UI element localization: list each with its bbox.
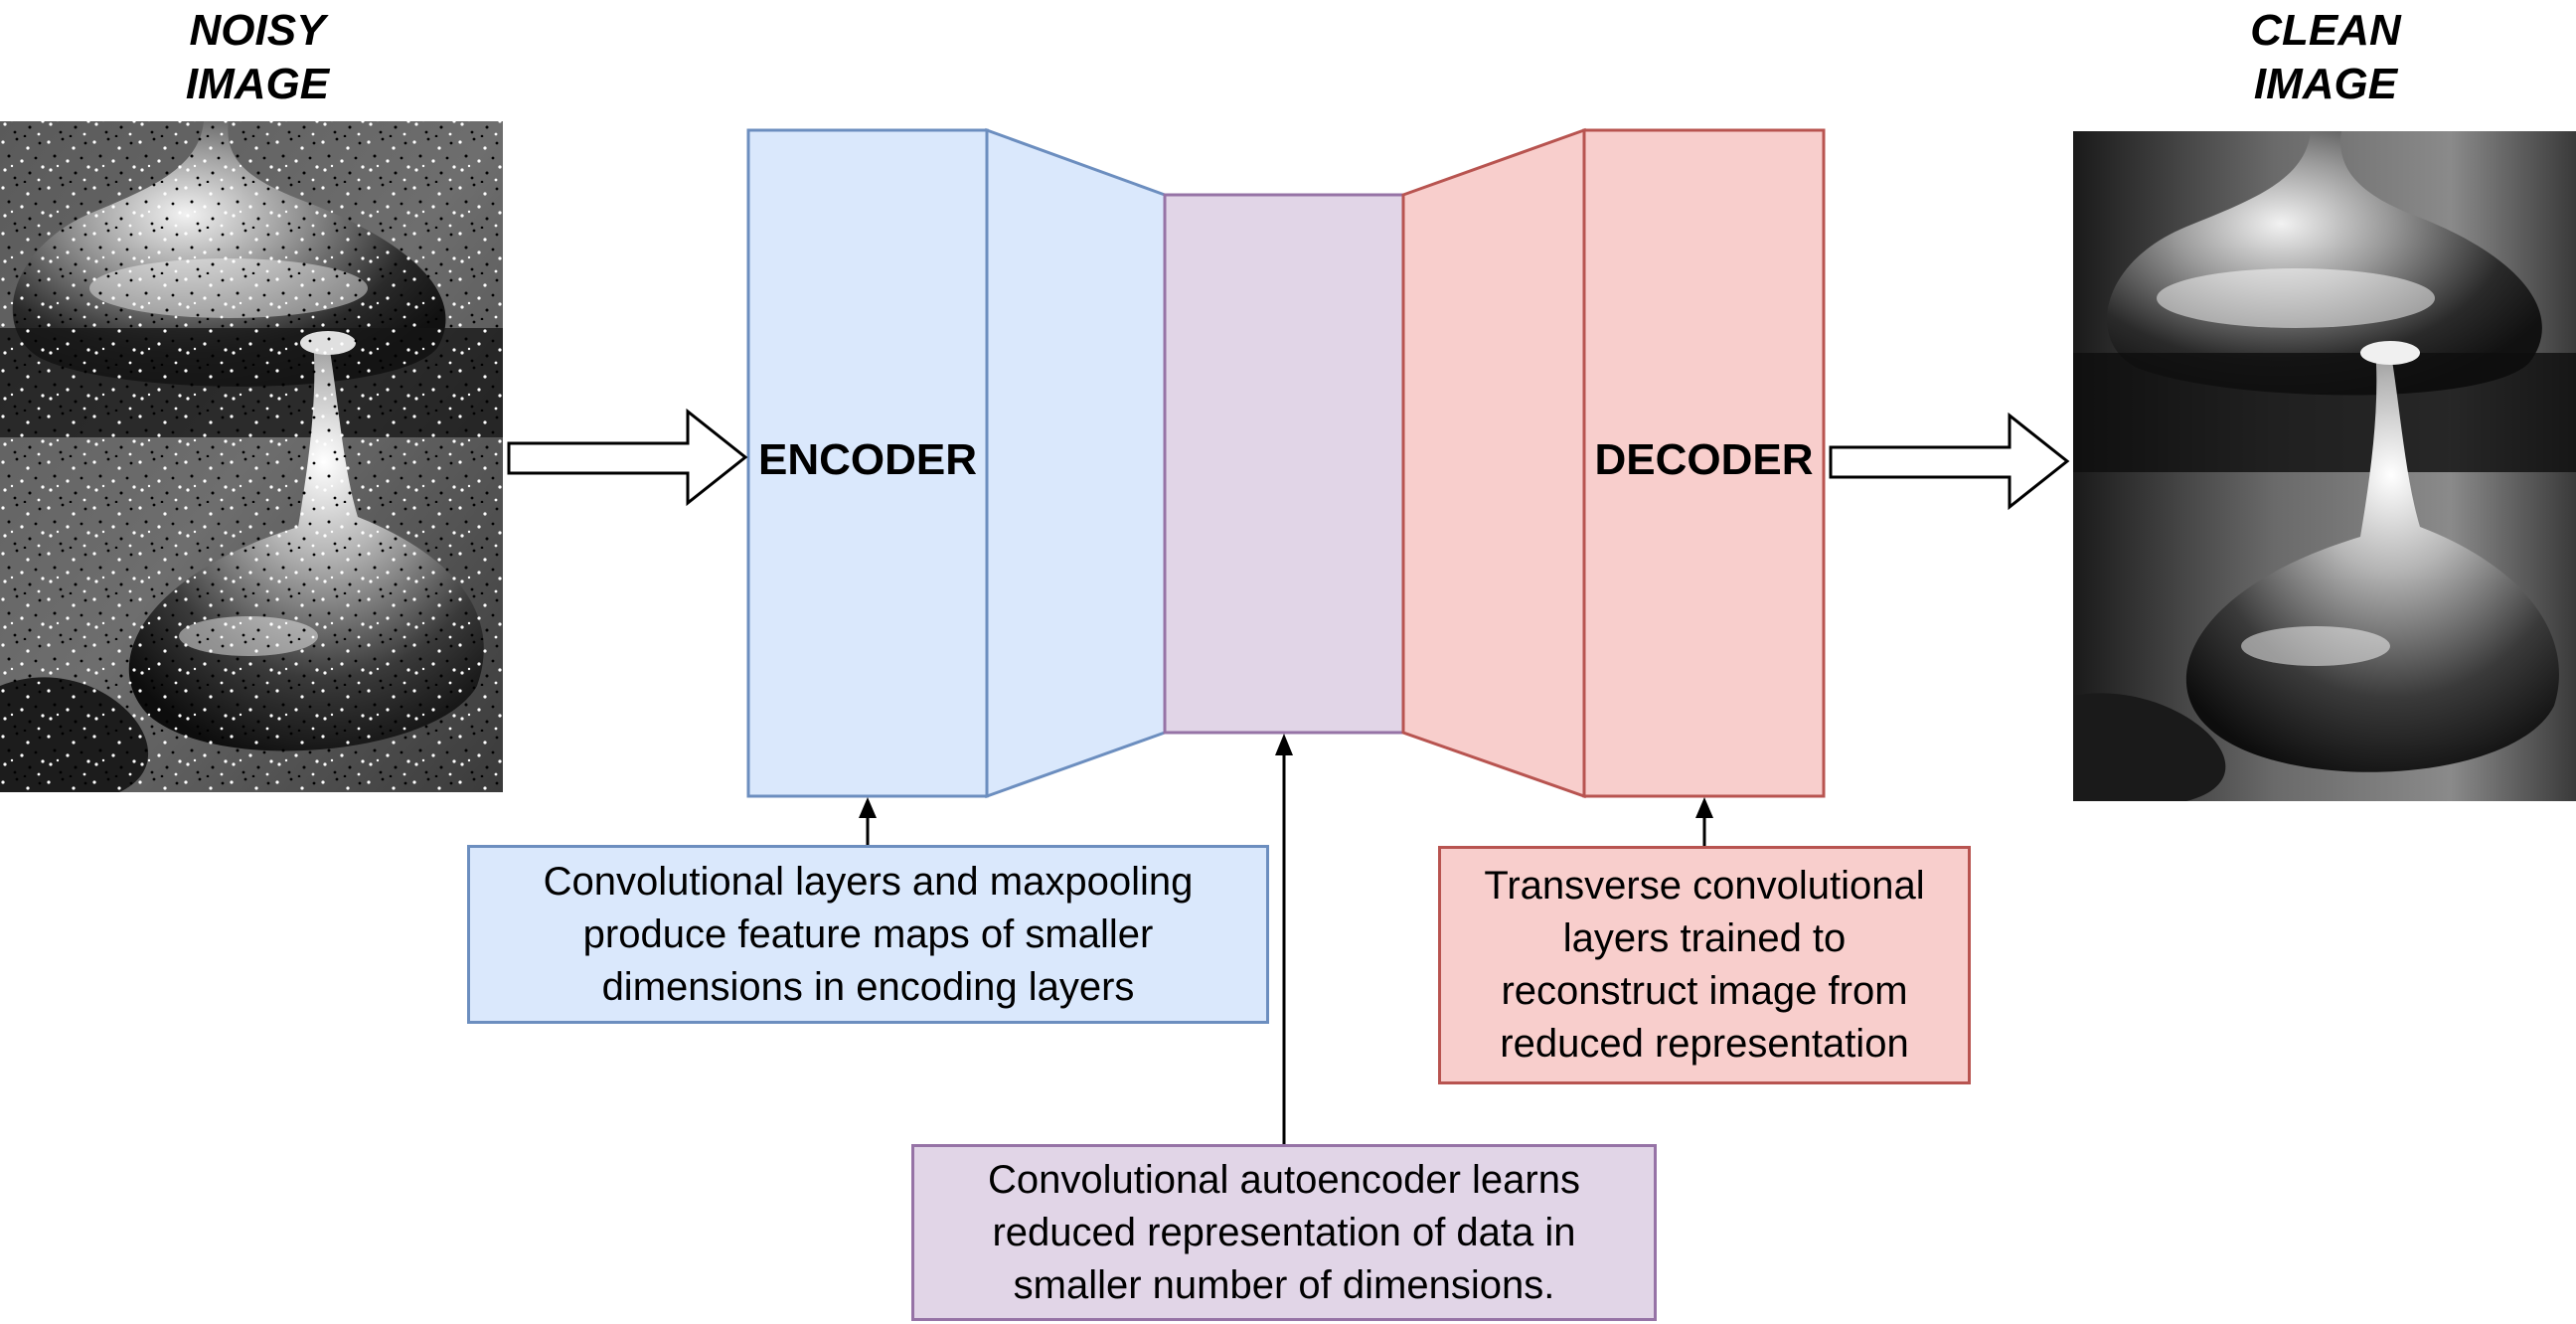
clean-image-title: CLEAN IMAGE xyxy=(2176,4,2475,111)
decoder-note-connector xyxy=(1695,797,1713,846)
output-arrow xyxy=(1829,412,2070,511)
encoder-note-line: Convolutional layers and maxpooling xyxy=(543,859,1194,904)
noisy-image-title: NOISY IMAGE xyxy=(108,4,406,111)
encoder-label: ENCODER xyxy=(757,435,978,484)
decoder-note-line: layers trained to xyxy=(1562,916,1847,960)
decoder-note-line: Transverse convolutional xyxy=(1484,864,1925,908)
clean-image xyxy=(2073,131,2576,801)
latent-note-line: Convolutional autoencoder learns xyxy=(988,1157,1580,1202)
decoder-note-line: reduced representation xyxy=(1500,1022,1909,1066)
decoder-label: DECODER xyxy=(1594,435,1814,484)
encoder-taper xyxy=(985,127,1167,799)
encoder-note-connector xyxy=(859,797,877,845)
encoder-note-line: dimensions in encoding layers xyxy=(601,964,1135,1009)
latent-note: Convolutional autoencoder learns reduced… xyxy=(911,1144,1657,1321)
latent-note-line: reduced representation of data in xyxy=(992,1210,1576,1254)
noisy-image-title-line1: NOISY xyxy=(189,6,326,55)
input-arrow xyxy=(507,408,748,507)
latent-note-connector xyxy=(1275,734,1293,1144)
encoder-note-line: produce feature maps of smaller xyxy=(582,911,1154,956)
noisy-image xyxy=(0,121,503,792)
decoder-note-line: reconstruct image from xyxy=(1501,969,1908,1013)
noisy-image-title-line2: IMAGE xyxy=(185,60,330,108)
decoder-block xyxy=(1582,128,1826,798)
latent-note-line: smaller number of dimensions. xyxy=(1013,1262,1555,1307)
clean-image-title-line2: IMAGE xyxy=(2253,60,2398,108)
encoder-note: Convolutional layers and maxpooling prod… xyxy=(467,845,1269,1024)
clean-image-title-line1: CLEAN xyxy=(2250,6,2401,55)
decoder-taper xyxy=(1401,127,1586,799)
decoder-note: Transverse convolutional layers trained … xyxy=(1438,846,1971,1084)
latent-block xyxy=(1163,193,1405,735)
